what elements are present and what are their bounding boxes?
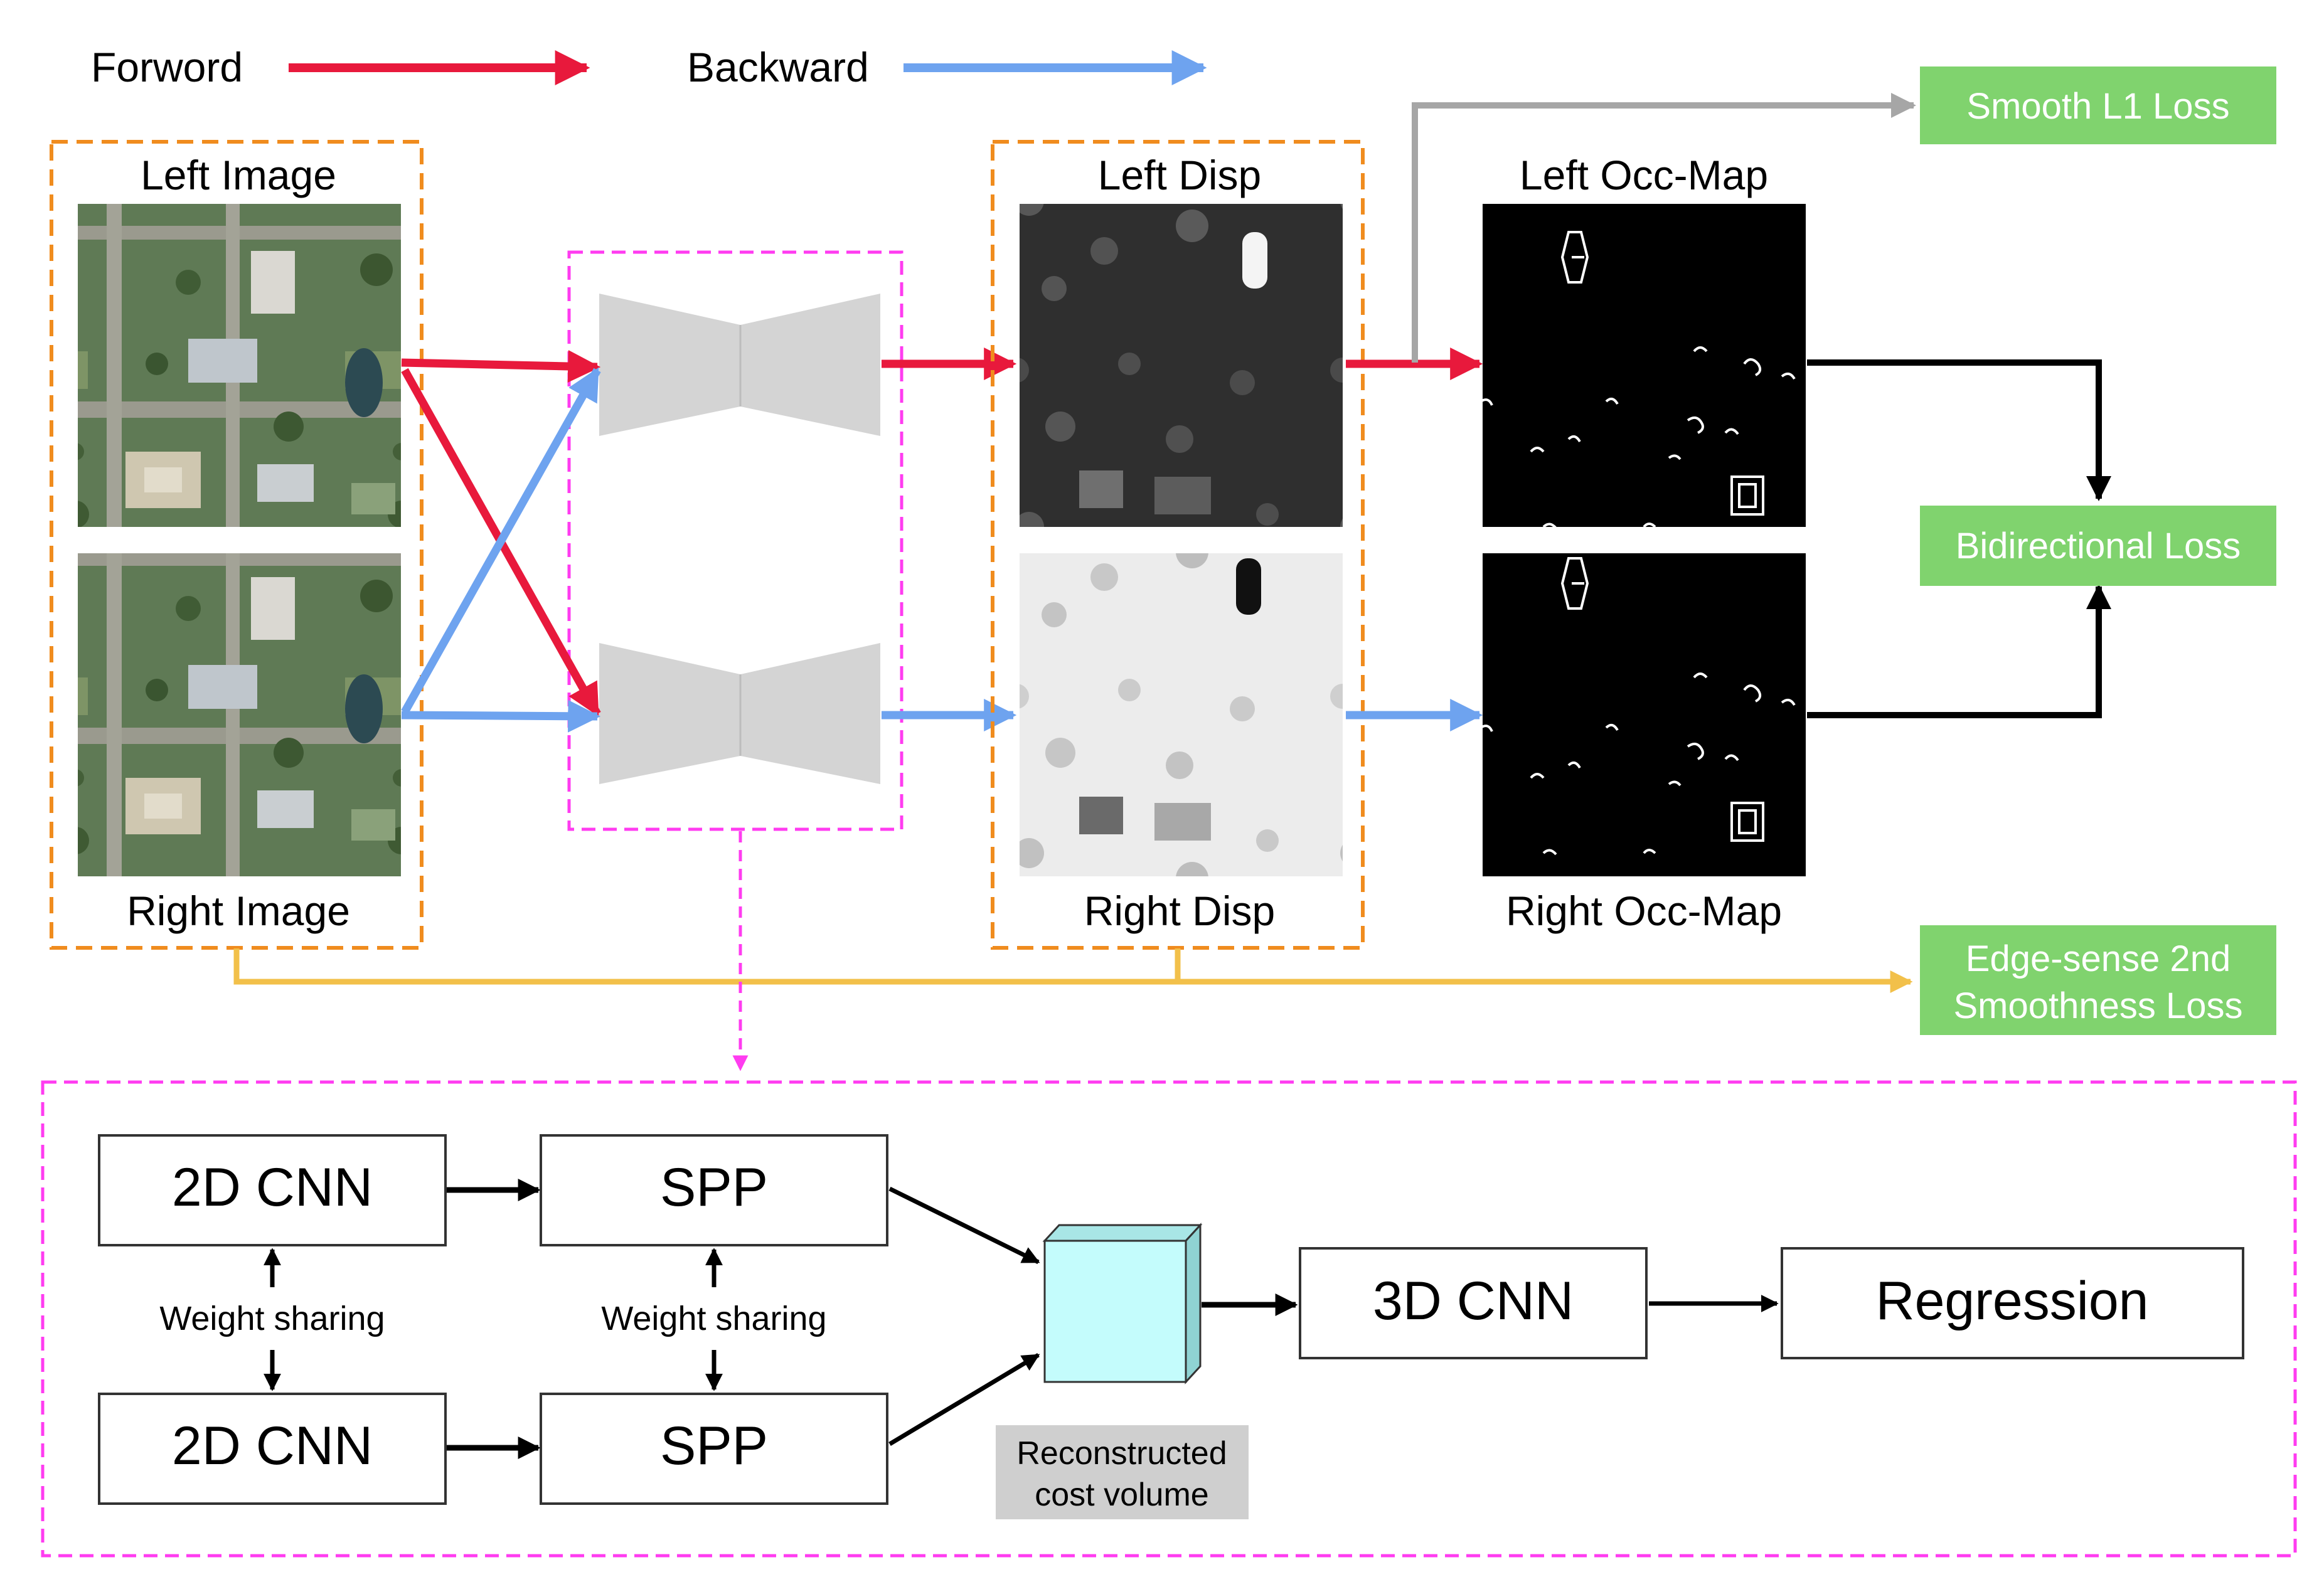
spp-top-box (540, 1134, 888, 1246)
cost-volume-label-line1: Reconstructed (1016, 1435, 1227, 1472)
edge-smoothness-loss-line2: Smoothness Loss (1953, 985, 2242, 1026)
right-occ-map-label: Right Occ-Map (1506, 888, 1782, 934)
spp-bottom-label: SPP (660, 1416, 768, 1476)
left-disp-label: Left Disp (1098, 152, 1261, 198)
left-image (78, 204, 401, 527)
cnn3d-box (1299, 1247, 1648, 1359)
siamese-network-group (567, 250, 903, 831)
weight-sharing-left-label: Weight sharing (159, 1300, 385, 1337)
right-disp-map (1020, 553, 1343, 876)
backward-arrow-right-to-top (401, 367, 601, 714)
cost-volume-label-line2: cost volume (1035, 1477, 1208, 1513)
cost-volume-label-box (996, 1425, 1249, 1519)
weight-sharing-right-label: Weight sharing (601, 1300, 826, 1337)
smooth-l1-loss-label: Smooth L1 Loss (1966, 86, 2229, 127)
edge-smoothness-loss-line1: Edge-sense 2nd (1966, 938, 2231, 979)
right-occ-map (1483, 553, 1806, 876)
regression-box (1781, 1247, 2244, 1359)
left-occ-map (1483, 204, 1806, 527)
bidirectional-loss-label: Bidirectional Loss (1956, 526, 2241, 566)
edge-smoothness-loss-box (1920, 925, 2276, 1035)
network-detail-group (41, 1080, 2297, 1558)
right-disp-label: Right Disp (1084, 888, 1275, 934)
arrow-spp-top-to-cost-volume (888, 1186, 1040, 1265)
cnn2d-bottom-box (98, 1393, 447, 1505)
backward-arrow-right-to-bottom (401, 699, 601, 733)
spp-top-label: SPP (660, 1157, 768, 1218)
legend-backward-label: Backward (687, 44, 869, 90)
forward-arrow-left-to-top (401, 349, 601, 383)
arrow-right-occ-to-bidirectional (1807, 584, 2111, 718)
arrow-left-occ-to-bidirectional (1807, 359, 2111, 501)
cnn2d-top-label: 2D CNN (172, 1157, 373, 1218)
cnn2d-top-box (98, 1134, 447, 1246)
smoothness-connector (233, 948, 1913, 993)
disparity-group (991, 140, 1365, 950)
smooth-l1-loss-box (1920, 66, 2276, 144)
legend-forward-label: Forword (91, 44, 243, 90)
cnn2d-bottom-label: 2D CNN (172, 1416, 373, 1476)
right-image (78, 553, 401, 876)
left-image-label: Left Image (141, 152, 336, 198)
spp-bottom-box (540, 1393, 888, 1505)
input-image-group (50, 140, 424, 950)
arrow-spp-bottom-to-cost-volume (888, 1352, 1040, 1447)
regression-label: Regression (1876, 1271, 2149, 1331)
left-occ-map-label: Left Occ-Map (1520, 152, 1768, 198)
cnn3d-label: 3D CNN (1373, 1271, 1574, 1331)
cost-volume-cube (1042, 1223, 1203, 1384)
bidirectional-loss-box (1920, 506, 2276, 586)
right-image-label: Right Image (127, 888, 350, 934)
left-disp-map (1020, 204, 1343, 527)
arrow-to-smooth-l1-loss (1412, 93, 1916, 363)
